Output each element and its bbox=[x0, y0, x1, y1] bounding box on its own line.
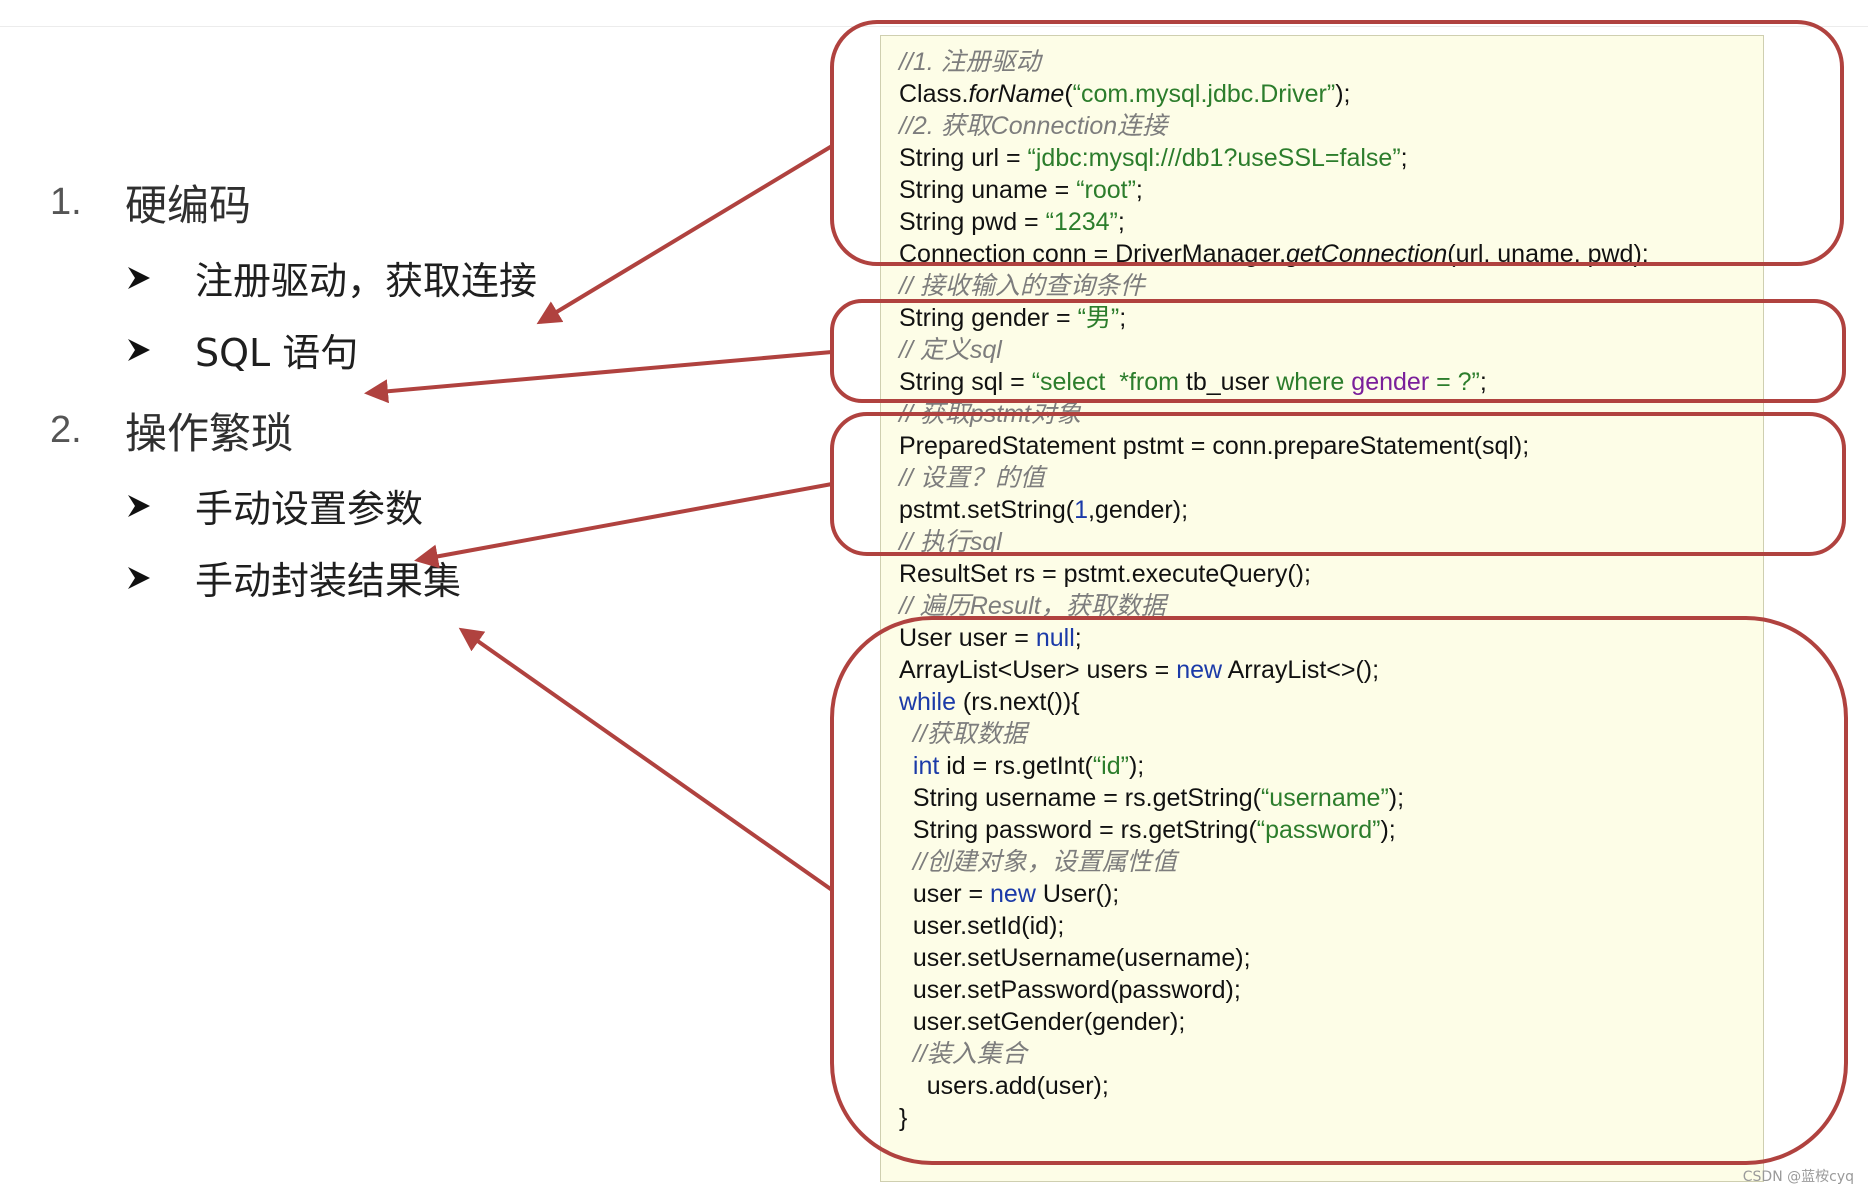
code-line: Class.forName(“com.mysql.jdbc.Driver”); bbox=[899, 80, 1351, 108]
code-line: String sql = “select *from tb_user where… bbox=[899, 368, 1487, 396]
code-line: // 接收输入的查询条件 bbox=[899, 272, 1145, 300]
code-line: User user = null; bbox=[899, 624, 1082, 652]
problem-1-item-1: 注册驱动，获取连接 bbox=[125, 250, 537, 305]
arrowhead-bullet-icon bbox=[125, 564, 195, 592]
code-line: int id = rs.getInt(“id”); bbox=[899, 752, 1145, 780]
code-line: String password = rs.getString(“password… bbox=[899, 816, 1396, 844]
code-line: user.setPassword(password); bbox=[899, 976, 1241, 1004]
code-line: //获取数据 bbox=[899, 720, 1027, 748]
problem-2: 2. 操作繁琐 bbox=[50, 400, 293, 461]
code-line: //创建对象，设置属性值 bbox=[899, 848, 1177, 876]
code-line: // 执行sql bbox=[899, 528, 1002, 556]
highlight-box-sql bbox=[830, 299, 1846, 403]
code-line: String uname = “root”; bbox=[899, 176, 1143, 204]
code-line: while (rs.next()){ bbox=[899, 688, 1080, 716]
code-line: user.setId(id); bbox=[899, 912, 1065, 940]
code-line: ArrayList<User> users = new ArrayList<>(… bbox=[899, 656, 1380, 684]
code-line: user.setUsername(username); bbox=[899, 944, 1251, 972]
problem-1-title: 硬编码 bbox=[125, 181, 252, 230]
jdbc-code-panel: //1. 注册驱动 Class.forName(“com.mysql.jdbc.… bbox=[880, 35, 1764, 1182]
highlight-box-params bbox=[830, 412, 1846, 556]
arrowhead-bullet-icon bbox=[125, 336, 195, 364]
code-line: //装入集合 bbox=[899, 1040, 1027, 1068]
arrowhead-bullet-icon bbox=[125, 492, 195, 520]
code-line: users.add(user); bbox=[899, 1072, 1109, 1100]
arrowhead-bullet-icon bbox=[125, 264, 195, 292]
code-line: String url = “jdbc:mysql:///db1?useSSL=f… bbox=[899, 144, 1408, 172]
code-line: PreparedStatement pstmt = conn.prepareSt… bbox=[899, 432, 1530, 460]
code-line: } bbox=[899, 1104, 908, 1132]
problem-2-item-1-text: 手动设置参数 bbox=[195, 487, 424, 531]
highlight-box-result bbox=[830, 616, 1848, 1165]
problem-2-item-1: 手动设置参数 bbox=[125, 478, 423, 533]
arrow-connection bbox=[536, 144, 834, 325]
arrow-params bbox=[414, 482, 833, 569]
problem-1-item-2: SQL 语句 bbox=[125, 322, 358, 377]
watermark: CSDN @蓝桉cyq bbox=[1742, 1169, 1854, 1185]
code-line: //1. 注册驱动 bbox=[899, 48, 1041, 76]
code-line: user.setGender(gender); bbox=[899, 1008, 1186, 1036]
code-line: // 遍历Result，获取数据 bbox=[899, 592, 1166, 620]
problem-1-item-1-text: 注册驱动，获取连接 bbox=[195, 259, 538, 303]
code-line: user = new User(); bbox=[899, 880, 1120, 908]
highlight-box-connection bbox=[830, 20, 1844, 266]
code-line: String username = rs.getString(“username… bbox=[899, 784, 1405, 812]
problem-2-title: 操作繁琐 bbox=[125, 409, 294, 458]
problem-1-item-2-text: SQL 语句 bbox=[195, 331, 359, 375]
code-line: //2. 获取Connection连接 bbox=[899, 112, 1168, 140]
problem-1: 1. 硬编码 bbox=[50, 172, 251, 233]
arrow-result bbox=[458, 627, 834, 892]
problem-1-number: 1. bbox=[50, 181, 82, 223]
arrow-sql bbox=[364, 350, 833, 404]
code-line: ResultSet rs = pstmt.executeQuery(); bbox=[899, 560, 1311, 588]
code-line: // 设置？的值 bbox=[899, 464, 1045, 492]
code-line: String gender = “男”; bbox=[899, 304, 1127, 332]
code-line: String pwd = “1234”; bbox=[899, 208, 1125, 236]
problem-2-number: 2. bbox=[50, 409, 82, 451]
code-line: // 定义sql bbox=[899, 336, 1002, 364]
top-divider bbox=[0, 26, 1868, 27]
code-line: pstmt.setString(1,gender); bbox=[899, 496, 1189, 524]
